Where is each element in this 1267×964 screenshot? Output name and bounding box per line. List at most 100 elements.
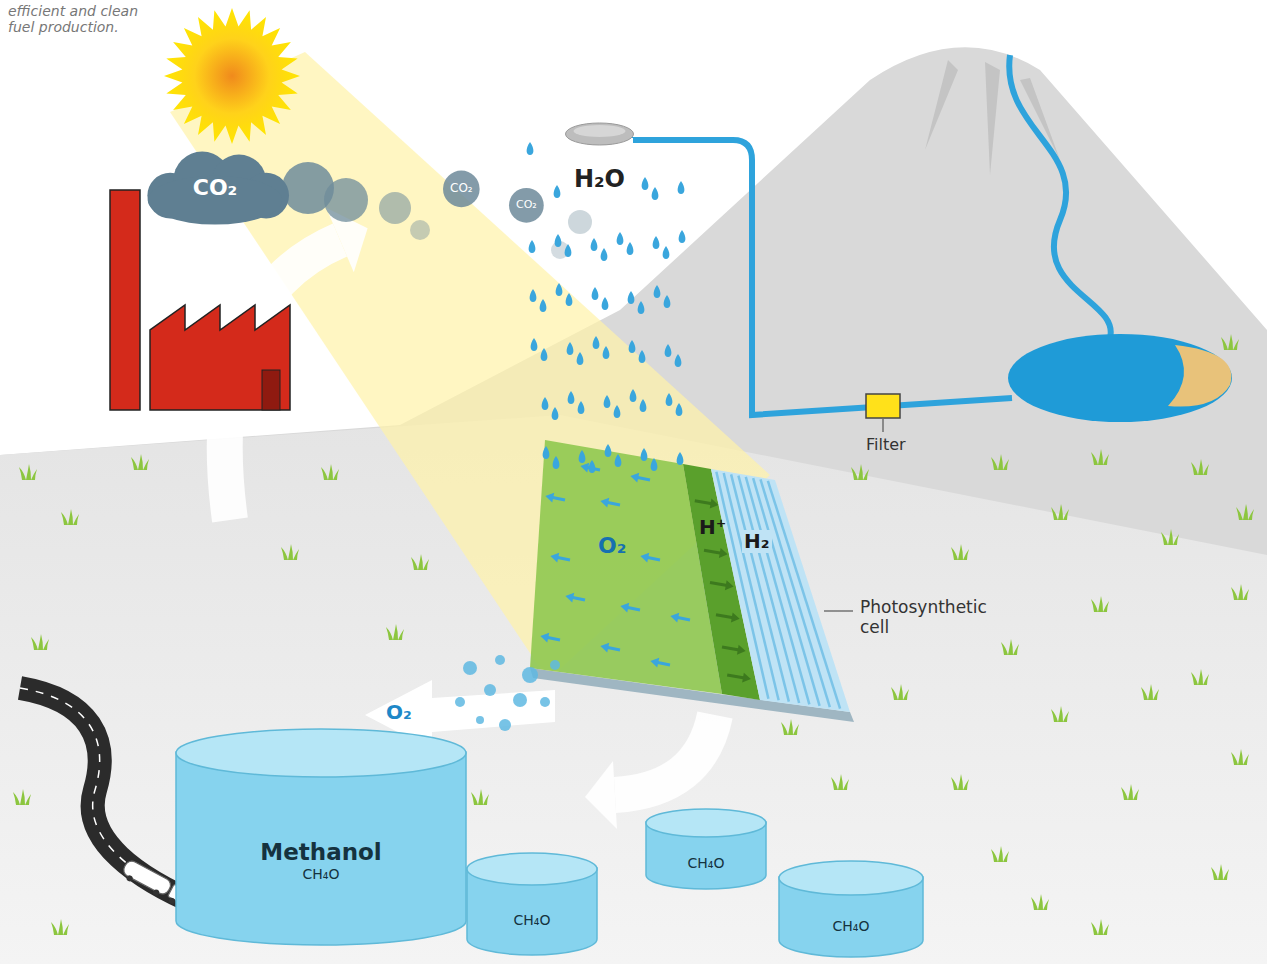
water-drop: [530, 289, 537, 302]
grass-tuft: [991, 454, 1009, 470]
node-text: CH₄O: [466, 852, 598, 956]
water-drop: [676, 403, 683, 416]
cycle-arrowhead: [585, 761, 617, 829]
storage-tank: CH₄O: [645, 808, 767, 890]
grass-tuft: [1091, 596, 1109, 612]
oxygen-bubble: [540, 697, 550, 707]
grass-tuft: [386, 624, 404, 640]
chemical-label: O₂: [598, 533, 626, 558]
grass-tuft: [1091, 919, 1109, 935]
water-drop: [577, 352, 584, 365]
mountain-crevice: [925, 60, 1060, 175]
water-drop: [556, 283, 563, 296]
grass-tuft: [1121, 784, 1139, 800]
proton-arrow: [719, 548, 728, 558]
water-drop: [617, 232, 624, 245]
node-formula: CH₄O: [303, 866, 340, 883]
grass-tuft: [1141, 684, 1159, 700]
water-drop: [642, 177, 649, 190]
oxygen-bubble: [476, 716, 484, 724]
grass-tuft: [19, 464, 37, 480]
tank-top: [779, 861, 923, 895]
oxygen-bubble: [550, 660, 560, 670]
leader-line: [824, 610, 853, 611]
smoke-puff: [509, 188, 544, 223]
water-drop: [555, 234, 562, 247]
water-drop: [627, 242, 634, 255]
flow-arrow: [600, 643, 609, 653]
flow-arrow: [545, 493, 554, 503]
grass-tuft: [891, 684, 909, 700]
flow-arrow: [550, 553, 559, 563]
panel-stripe: [724, 473, 779, 700]
water-drop: [568, 391, 575, 404]
water-drop: [554, 185, 561, 198]
storage-tank: CH₄O: [466, 852, 598, 956]
grass-tuft: [281, 544, 299, 560]
water-drop: [677, 452, 684, 465]
filter-box: [866, 394, 900, 418]
chemical-label: H₂O: [574, 166, 625, 194]
node-title: CO₂: [193, 175, 237, 201]
water-drop: [615, 454, 622, 467]
grass-tuft: [1191, 459, 1209, 475]
water-drop: [578, 401, 585, 414]
node-text: CH₄O: [645, 808, 767, 890]
flow-arrow: [600, 498, 609, 508]
proton-arrow: [725, 580, 734, 590]
node-title: CH₄O: [514, 912, 551, 929]
water-drop: [639, 350, 646, 363]
water-drop: [527, 142, 534, 155]
oxygen-bubble: [513, 693, 527, 707]
grass-tuft: [781, 719, 799, 735]
tank-shape: [175, 728, 467, 946]
water-drop: [653, 236, 660, 249]
water-drop: [679, 230, 686, 243]
tank-body: [176, 752, 466, 945]
grass-tuft: [51, 919, 69, 935]
grass-tuft: [1051, 504, 1069, 520]
grass-tuft: [321, 464, 339, 480]
water-drop: [604, 395, 611, 408]
sun-rays: [164, 8, 300, 144]
tank-top: [467, 853, 597, 885]
chemical-label: CO₂: [450, 182, 473, 196]
flow-arrow: [650, 658, 659, 668]
water-drop: [638, 301, 645, 314]
grass-tuft: [991, 846, 1009, 862]
oxygen-bubble: [484, 684, 496, 696]
node-title: Methanol: [260, 839, 381, 867]
water-drop: [566, 293, 573, 306]
proton-arrow: [737, 645, 746, 655]
proton-arrow: [731, 613, 740, 623]
water-drop: [605, 444, 612, 457]
proton-arrow: [742, 673, 751, 683]
leader-line: [882, 419, 883, 432]
water-drop: [552, 407, 559, 420]
panel-blue: [711, 469, 850, 712]
panel-stripe: [731, 474, 789, 701]
proton-arrow: [710, 499, 719, 509]
storage-tank: MethanolCH₄O: [175, 728, 467, 946]
water-drop: [589, 460, 596, 473]
node-title: CH₄O: [833, 918, 870, 935]
sun: [164, 8, 300, 144]
chemical-label: H₂: [742, 530, 772, 553]
node-text: CH₄O: [778, 860, 924, 958]
grass-tuft: [411, 554, 429, 570]
shower-head: [566, 123, 634, 145]
flow-arrow: [630, 473, 639, 483]
water-drop: [629, 340, 636, 353]
grass-tuft: [1161, 529, 1179, 545]
node-text: MethanolCH₄O: [175, 728, 467, 946]
water-drop: [654, 285, 661, 298]
water-drop: [678, 181, 685, 194]
smoke-puff: [443, 171, 480, 208]
water-drop: [553, 456, 560, 469]
lake: [1008, 334, 1232, 422]
panel-stripe: [753, 478, 819, 706]
water-drop: [630, 389, 637, 402]
water-drop: [675, 354, 682, 367]
water-drop: [579, 450, 586, 463]
water-drop: [652, 187, 659, 200]
